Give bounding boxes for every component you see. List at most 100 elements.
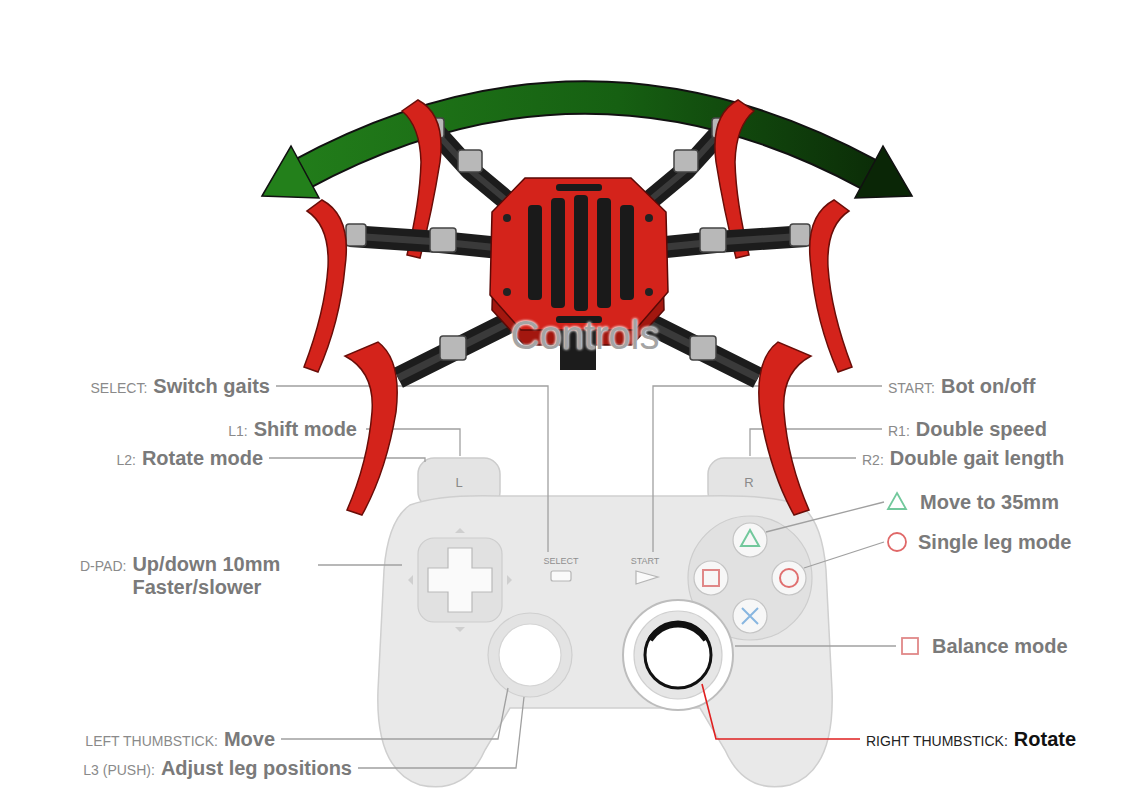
control-action: Rotate mode [142,447,263,470]
callout: RIGHT THUMBSTICK: Rotate [866,728,1076,751]
cross-button [733,599,767,633]
button-letter: R [744,475,753,490]
control-action: Move to 35mm [920,491,1059,514]
control-action: Double speed [916,418,1047,441]
servo [346,224,366,246]
right-thumbstick [645,622,711,688]
control-action: Bot on/off [941,375,1035,398]
plate-slot [556,184,602,191]
control-name: R2: [862,452,884,468]
callout: Move to 35mm [920,491,1059,514]
circle-icon [888,533,906,551]
callout: D-PAD: Up/down 10mm Faster/slower [80,553,307,599]
controller-body [378,496,832,787]
leader-line [804,542,884,568]
screw [503,214,511,222]
select-button [551,571,571,581]
plate-slot [574,195,588,311]
control-action: Balance mode [932,635,1068,658]
plate-slot [551,198,565,308]
control-action: Rotate [1014,728,1076,751]
leader-line-highlight [702,684,860,739]
dpad-arrow [408,575,413,585]
control-name: L2: [116,452,135,468]
square-symbol [703,570,719,586]
leader-lines [269,386,896,768]
control-name: LEFT THUMBSTICK: [85,733,218,749]
screw [503,288,511,296]
start-button [636,571,658,584]
control-action: Double gait length [890,447,1064,470]
leader-line [358,697,524,768]
watermark: Controls [511,313,660,358]
leader-line [318,564,402,565]
leg-frame [432,128,512,205]
square-button [694,561,728,595]
dpad-arrow [507,575,512,585]
callout: Single leg mode [918,531,1071,554]
callout: LEFT THUMBSTICK: Move [85,728,275,751]
control-action: Adjust leg positions [161,757,352,780]
control-name: D-PAD: [80,558,126,574]
control-action: Shift mode [254,418,357,441]
servo [430,228,456,252]
control-name: L3 (PUSH): [83,762,155,778]
plate-slot [620,205,634,300]
right-stick-base [634,611,722,699]
callout: START: Bot on/off [888,375,1035,398]
leader-line [735,645,896,646]
left-thumbstick [499,624,561,686]
top-plate [490,178,668,330]
control-action: Switch gaits [153,375,270,398]
control-action: Single leg mode [918,531,1071,554]
leg-frame [350,236,500,248]
callout: R [744,475,753,490]
square-icon [902,638,918,654]
callout: L1: Shift mode [225,418,360,441]
triangle-button [733,523,767,557]
cross-symbol [742,608,758,624]
dpad-arrow [455,627,465,632]
leader-line [276,386,548,552]
servo [440,336,466,360]
screw [645,214,653,222]
control-name: R1: [888,423,910,439]
button-caption: START [631,556,660,566]
dpad-cross [428,548,492,612]
callout: SELECT [543,556,578,566]
gamepad [378,458,832,787]
control-name: RIGHT THUMBSTICK: [866,733,1008,749]
foot [304,200,346,372]
button-caption: SELECT [543,556,578,566]
callout: L3 (PUSH): Adjust leg positions [83,757,352,780]
plate-slot [528,205,542,300]
plate-slot [597,198,611,308]
right-stick-shade [650,624,706,640]
callout: L2: Rotate mode [116,447,263,470]
triangle-icon [888,493,906,509]
right-legs [634,100,852,515]
leader-line [766,502,884,532]
leg-frame [398,316,522,378]
leg-frame [350,236,500,248]
left-legs [304,100,522,515]
leg-frame [398,316,522,378]
triangle-symbol [741,530,759,546]
dpad-arrow [455,528,465,533]
control-name: L1: [228,423,247,439]
leader-line [281,688,508,739]
control-name: START: [888,380,935,396]
callout: R1: Double speed [888,418,1047,441]
button-letter: L [455,475,462,490]
hexapod-robot [304,100,852,515]
circle-symbol [780,569,798,587]
left-stick-base [488,613,572,697]
circle-button [772,561,806,595]
leader-line [269,458,425,462]
control-action: Move [224,728,275,751]
servo [458,150,482,172]
control-action: Up/down 10mm Faster/slower [132,553,307,599]
callout: Balance mode [932,635,1068,658]
callout: Controls [511,313,660,358]
callout: START [631,556,660,566]
